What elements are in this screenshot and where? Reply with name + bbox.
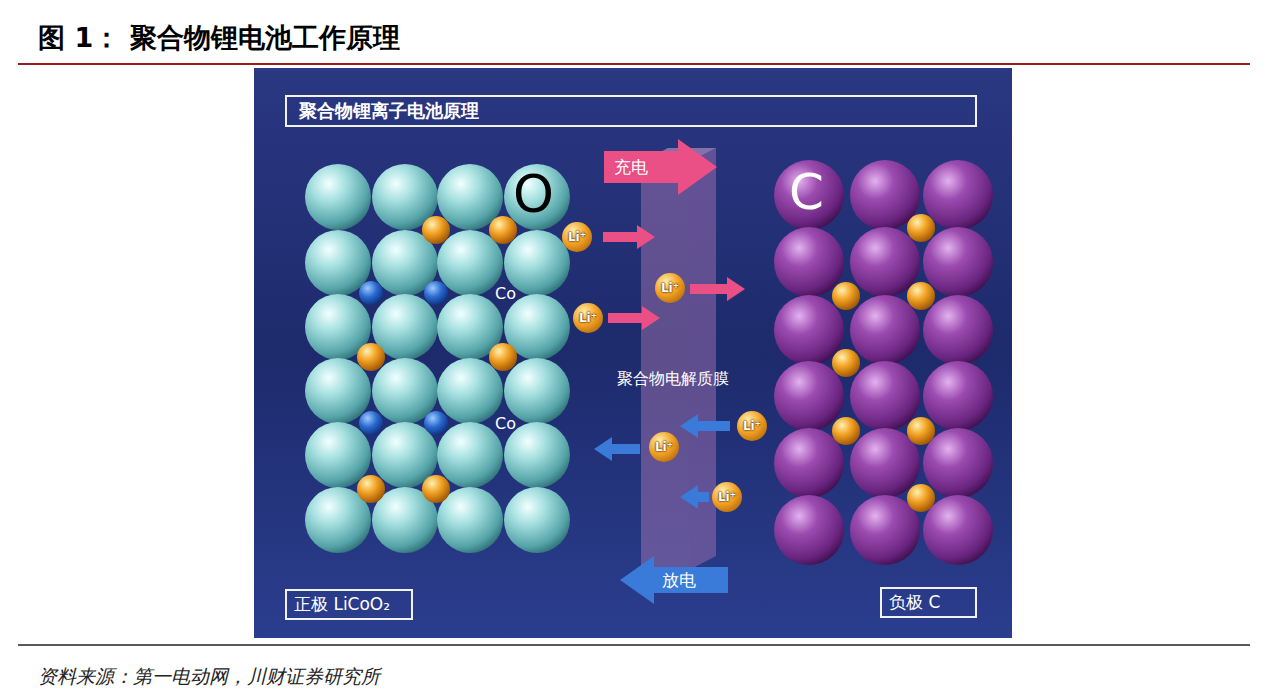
node-text: Li⁺: [655, 440, 673, 454]
lithium-ion: Li⁺: [737, 411, 767, 441]
node-text: 聚合物锂离子电池原理: [299, 99, 963, 123]
oxygen-atom: [305, 230, 371, 296]
lithium-atom: [357, 343, 385, 371]
lithium-atom: [489, 216, 517, 244]
lithium-atom: [832, 282, 860, 310]
oxygen-atom: [305, 422, 371, 488]
lithium-atom: [357, 475, 385, 503]
oxygen-atom: [504, 164, 570, 230]
carbon-atom: [923, 495, 993, 565]
cobalt-atom: [359, 411, 383, 435]
cobalt-atom: [359, 281, 383, 305]
node-text: Li⁺: [718, 490, 736, 504]
carbon-atom: [774, 361, 844, 431]
carbon-atom: [923, 361, 993, 431]
lithium-atom: [832, 349, 860, 377]
cobalt-atom: [424, 411, 448, 435]
charge-arrow: [608, 306, 660, 330]
lithium-atom: [832, 417, 860, 445]
lithium-atom: [907, 282, 935, 310]
atom-label: Co: [495, 415, 516, 433]
atom-label: Co: [495, 285, 516, 303]
charge-arrow: [603, 225, 655, 249]
oxygen-atom: [437, 358, 503, 424]
carbon-atom: [774, 160, 844, 230]
node-text: 放电: [662, 569, 696, 592]
membrane-side: [689, 148, 716, 570]
charge-arrow-box: 充电: [604, 139, 717, 195]
element-symbol: O: [513, 165, 554, 225]
lithium-atom: [907, 214, 935, 242]
node-text: 充电: [614, 156, 648, 179]
node-text: Li⁺: [743, 419, 761, 433]
lithium-atom: [907, 484, 935, 512]
carbon-atom: [923, 295, 993, 365]
charge-arrow: [690, 277, 745, 301]
carbon-atom: [850, 295, 920, 365]
node-text: Li⁺: [568, 230, 586, 244]
node-text: Li⁺: [579, 311, 597, 325]
element-symbol: C: [789, 164, 824, 222]
carbon-atom: [774, 428, 844, 498]
arrow-label: 充电: [614, 156, 648, 179]
title-rule: [18, 63, 1250, 65]
oxygen-atom: [504, 487, 570, 553]
carbon-atom: [774, 495, 844, 565]
arrow-body: [604, 139, 717, 195]
carbon-atom: [850, 227, 920, 297]
membrane-slab: [641, 148, 716, 570]
oxygen-atom: [437, 422, 503, 488]
lithium-atom: [907, 417, 935, 445]
discharge-arrow: [680, 414, 730, 438]
lithium-ion: Li⁺: [562, 222, 592, 252]
arrow-label: 放电: [662, 569, 696, 592]
discharge-arrow: [594, 437, 640, 461]
cobalt-atom: [424, 281, 448, 305]
node-text: 负极 C: [889, 591, 968, 614]
anode-lattice: [774, 160, 993, 565]
membrane-front: [641, 162, 689, 570]
carbon-atom: [774, 227, 844, 297]
oxygen-atom: [437, 230, 503, 296]
node-text: 正极 LiCoO₂: [294, 593, 404, 616]
electrode-label-box: 正极 LiCoO₂: [285, 589, 413, 620]
ion-arrows: [594, 225, 745, 509]
lithium-atom: [422, 475, 450, 503]
lithium-atom: [422, 216, 450, 244]
arrow-body: [620, 556, 728, 604]
lithium-ion: Li⁺: [712, 482, 742, 512]
panel-title-box: 聚合物锂离子电池原理: [285, 95, 977, 127]
oxygen-atom: [305, 358, 371, 424]
carbon-atom: [923, 227, 993, 297]
carbon-atom: [923, 160, 993, 230]
carbon-atom: [850, 361, 920, 431]
oxygen-atom: [305, 164, 371, 230]
electrode-label-box: 负极 C: [880, 587, 977, 618]
lithium-ion: Li⁺: [655, 273, 685, 303]
discharge-arrow: [680, 485, 709, 509]
source-caption: 资料来源：第一电动网，川财证券研究所: [38, 664, 380, 690]
lithium-atom: [489, 343, 517, 371]
membrane-label: 聚合物电解质膜: [617, 370, 729, 388]
node-text: Li⁺: [661, 281, 679, 295]
dark-panel: [254, 68, 1012, 638]
carbon-atom: [850, 160, 920, 230]
discharge-arrow-box: 放电: [620, 556, 728, 604]
oxygen-atom: [437, 164, 503, 230]
carbon-atom: [774, 295, 844, 365]
carbon-atom: [923, 428, 993, 498]
figure-title: 图 1： 聚合物锂电池工作原理: [38, 20, 400, 56]
lithium-ion: Li⁺: [573, 303, 603, 333]
cathode-lattice: [305, 164, 570, 553]
bottom-rule: [18, 644, 1250, 646]
lithium-ion: Li⁺: [649, 432, 679, 462]
